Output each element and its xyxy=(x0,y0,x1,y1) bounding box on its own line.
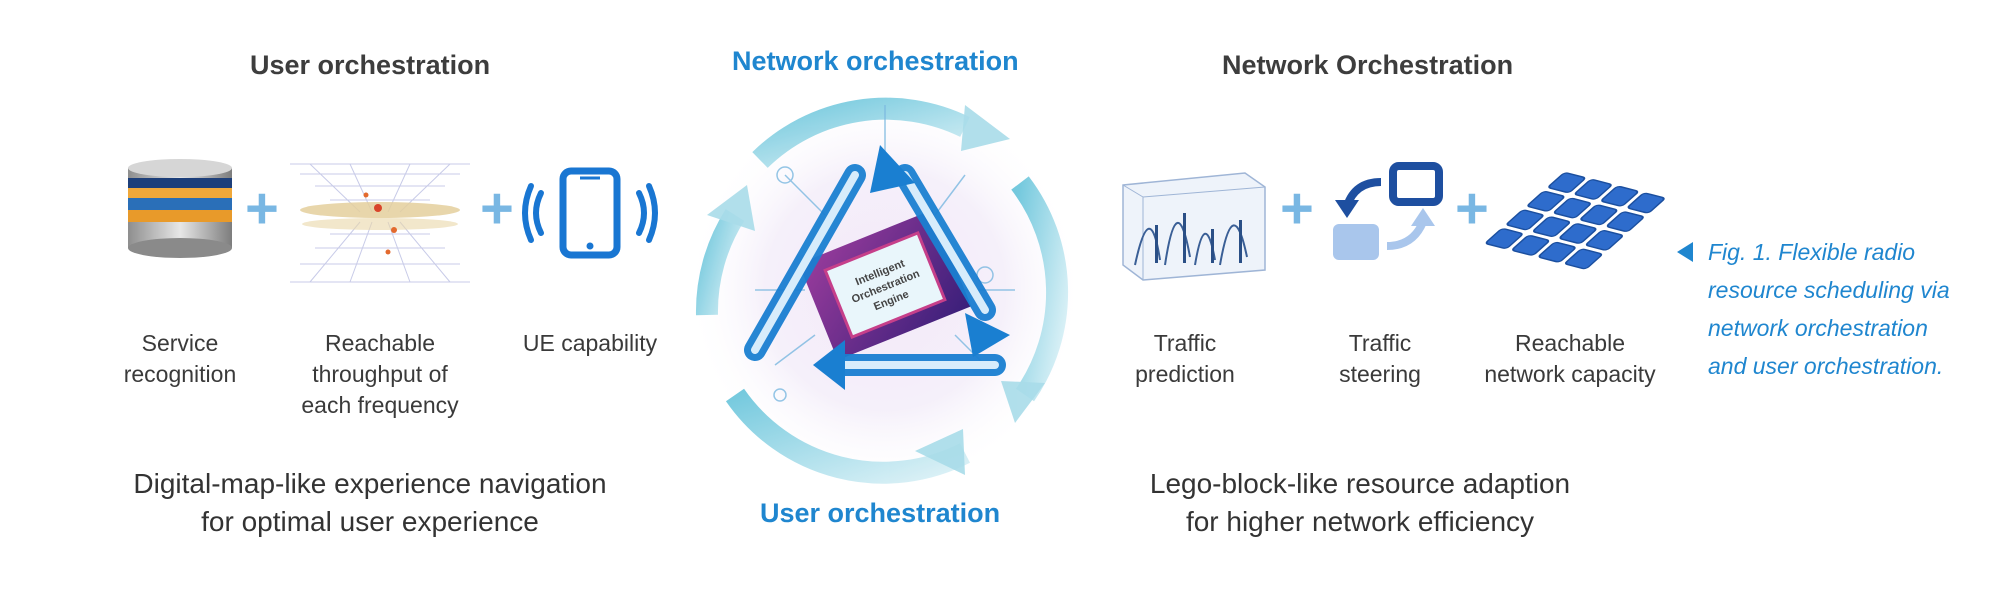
plus-sign-4: + xyxy=(1455,176,1489,241)
block-grid-icon xyxy=(1485,170,1665,270)
label-traffic-steering: Traffic steering xyxy=(1339,330,1421,387)
plus-sign-2: + xyxy=(480,176,514,241)
traffic-chart-icon xyxy=(1115,165,1270,281)
center-bottom-title: User orchestration xyxy=(760,498,1001,528)
plus-sign-1: + xyxy=(245,176,279,241)
caption-marker-icon xyxy=(1677,242,1693,262)
smartphone-signal-icon xyxy=(522,167,658,259)
frequency-layers-icon xyxy=(290,160,470,290)
right-summary: Lego-block-like resource adaption for hi… xyxy=(1149,468,1571,537)
database-stack-icon xyxy=(120,159,240,260)
label-reachable-throughput: Reachable throughput of each frequency xyxy=(301,330,459,418)
center-top-title: Network orchestration xyxy=(732,46,1019,76)
left-section-title: User orchestration xyxy=(250,50,491,80)
label-service-recognition: Service recognition xyxy=(123,330,237,387)
label-reachable-network-capacity: Reachable network capacity xyxy=(1484,330,1656,387)
figure-caption: Fig. 1. Flexible radio resource scheduli… xyxy=(1708,239,1950,379)
steering-arrows-icon xyxy=(1325,160,1445,270)
plus-sign-3: + xyxy=(1280,176,1314,241)
label-traffic-prediction: Traffic prediction xyxy=(1135,330,1235,387)
left-summary: Digital-map-like experience navigation f… xyxy=(133,468,607,537)
right-section-title: Network Orchestration xyxy=(1222,50,1514,80)
orchestration-cycle-diagram: Intelligent Orchestration Engine xyxy=(665,65,1105,505)
label-ue-capability: UE capability xyxy=(522,330,658,356)
